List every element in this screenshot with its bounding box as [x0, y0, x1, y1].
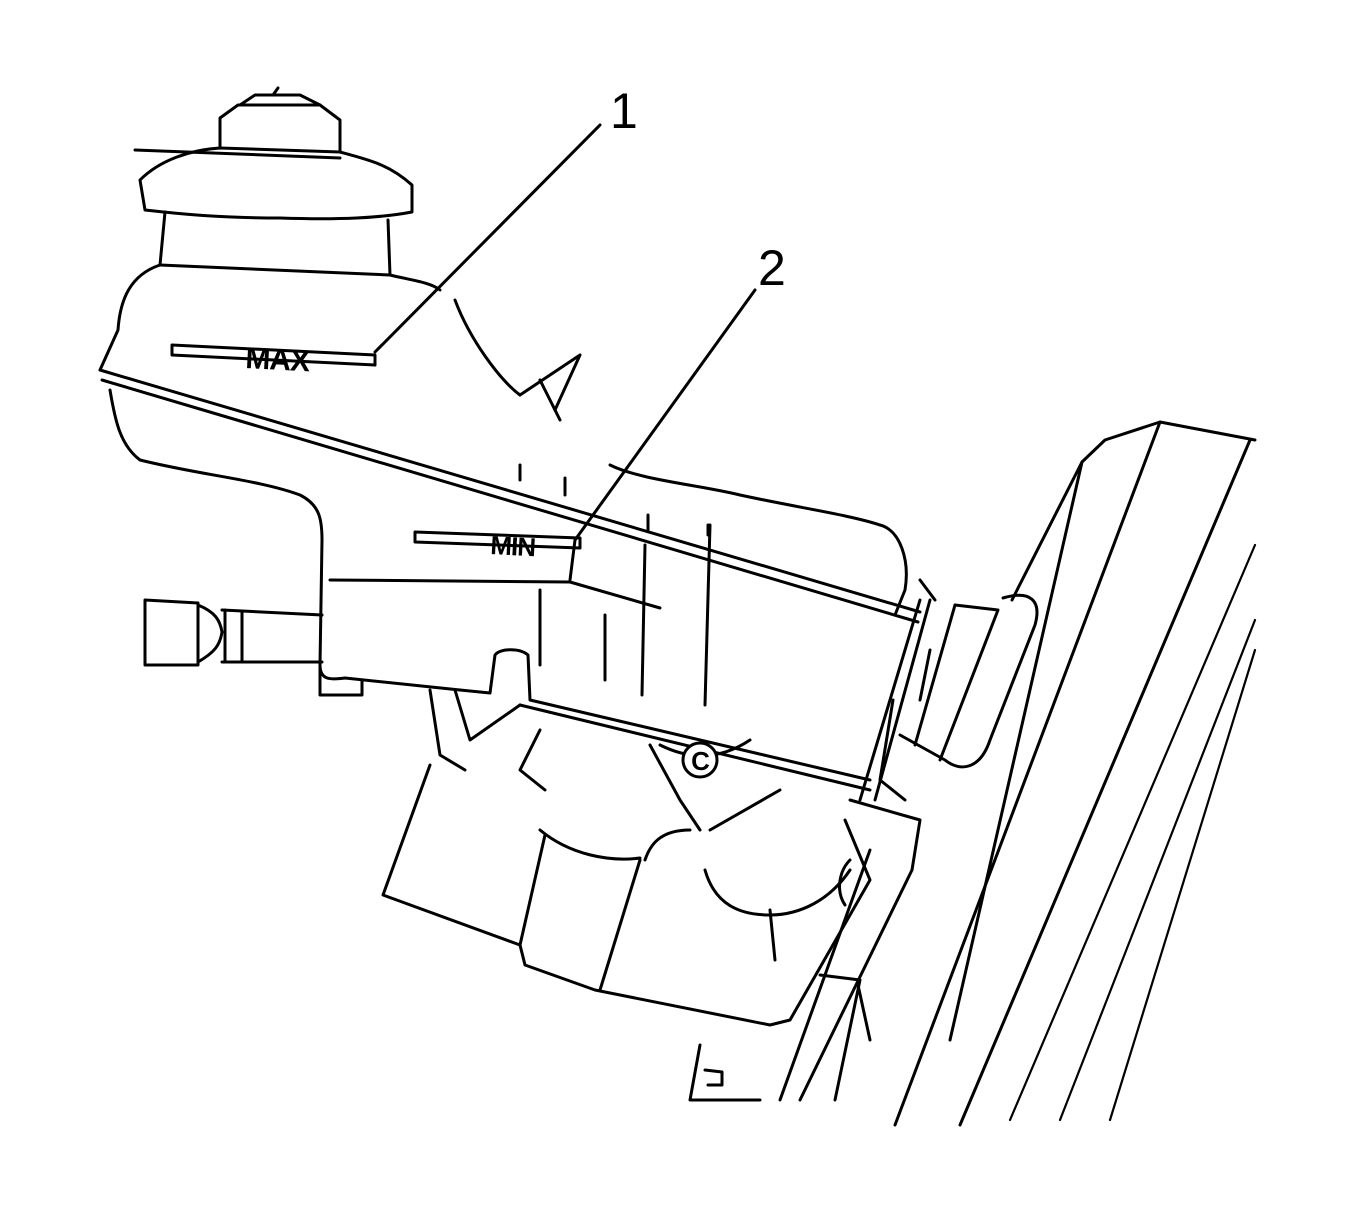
- callout-1: 1: [373, 83, 638, 354]
- svg-text:1: 1: [610, 83, 638, 139]
- callout-2: 2: [573, 240, 786, 542]
- svg-text:C: C: [691, 746, 710, 776]
- master-cylinder-body: [381, 578, 937, 1027]
- svg-text:2: 2: [758, 240, 786, 296]
- svg-text:MIN: MIN: [490, 530, 536, 562]
- fluid-reservoir: [98, 86, 922, 782]
- svg-text:MAX: MAX: [245, 342, 311, 378]
- min-level-mark: MIN: [413, 530, 582, 562]
- brake-booster: [688, 420, 1257, 1127]
- max-level-mark: MAX: [170, 342, 377, 378]
- logo-symbol: C: [681, 741, 719, 779]
